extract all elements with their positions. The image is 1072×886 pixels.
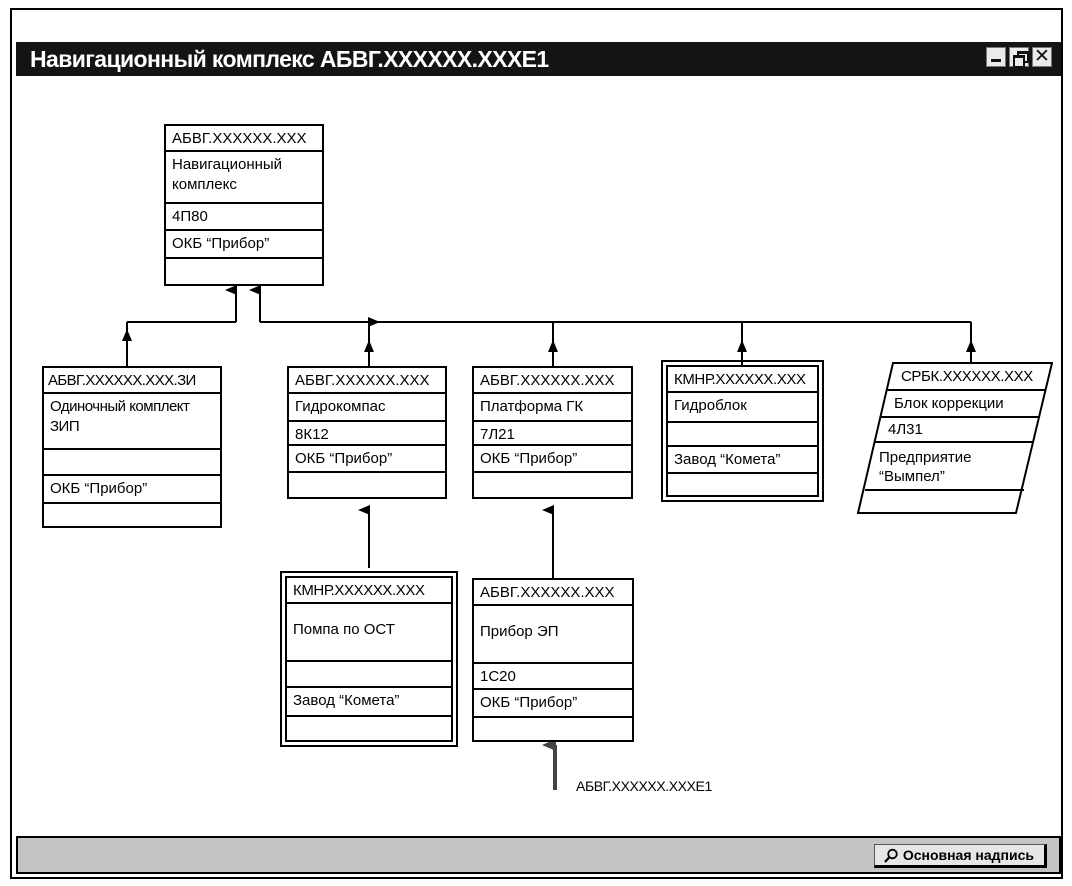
node-hydroblock-maker: Завод “Комета” [668, 447, 817, 474]
node-platform-code: АБВГ.XXXXXX.XXX [474, 368, 631, 394]
arrow-to-zip [122, 329, 132, 341]
node-correction[interactable]: СРБК.XXXXXX.XXX Блок коррекции 4Л31 Пред… [857, 362, 1053, 514]
node-ep-device-extra [474, 718, 632, 740]
close-icon[interactable]: ✕ [1032, 46, 1052, 67]
node-zip-name: Одиночный комплект ЗИП [44, 394, 220, 450]
node-pump-code: КМНР.XXXXXX.XXX [287, 578, 451, 604]
node-pump-extra [287, 717, 451, 740]
node-correction-code: СРБК.XXXXXX.XXX [901, 368, 1033, 385]
node-root-maker: ОКБ “Прибор” [166, 231, 322, 259]
node-ep-device-code: АБВГ.XXXXXX.XXX [474, 580, 632, 606]
node-ep-device-maker: ОКБ “Прибор” [474, 690, 632, 718]
node-pump[interactable]: КМНР.XXXXXX.XXX Помпа по ОСТ Завод “Коме… [280, 571, 458, 747]
title-block-button[interactable]: Основная надпись [873, 844, 1047, 868]
node-hydroblock[interactable]: КМНР.XXXXXX.XXX Гидроблок Завод “Комета” [661, 360, 824, 502]
node-gyrocompass-maker: ОКБ “Прибор” [289, 446, 445, 473]
node-root-code: АБВГ.XXXXXX.XXX [166, 126, 322, 152]
node-gyrocompass[interactable]: АБВГ.XXXXXX.XXX Гидрокомпас 8К12 ОКБ “Пр… [287, 366, 447, 499]
node-hydroblock-designation [668, 423, 817, 447]
node-ep-device-designation: 1С20 [474, 664, 632, 690]
node-hydroblock-name: Гидроблок [668, 393, 817, 423]
node-ep-device[interactable]: АБВГ.XXXXXX.XXX Прибор ЭП 1С20 ОКБ “Приб… [472, 578, 634, 742]
title-block-button-label: Основная надпись [902, 847, 1034, 863]
node-platform-extra [474, 473, 631, 497]
node-platform-maker: ОКБ “Прибор” [474, 446, 631, 473]
node-zip-designation [44, 450, 220, 476]
node-root-designation: 4П80 [166, 204, 322, 231]
node-platform-name: Платформа ГК [474, 394, 631, 422]
title-bar: Навигационный комплекс АБВГ.XXXXXX.XXXE1… [16, 42, 1061, 76]
status-bar: Основная надпись [16, 836, 1061, 874]
node-hydroblock-extra [668, 474, 817, 495]
node-root-extra [166, 259, 322, 284]
node-correction-name: Блок коррекции [894, 395, 1004, 412]
node-zip-extra [44, 504, 220, 526]
node-gyrocompass-designation: 8К12 [289, 422, 445, 446]
node-correction-shape [857, 362, 1053, 514]
node-hydroblock-code: КМНР.XXXXXX.XXX [668, 367, 817, 393]
node-pump-maker: Завод “Комета” [287, 688, 451, 717]
node-correction-maker: Предприятие “Вымпел” [879, 449, 972, 485]
node-pump-name: Помпа по ОСТ [287, 604, 451, 662]
node-root-name: Навигационный комплекс [166, 152, 322, 204]
node-platform-designation: 7Л21 [474, 422, 631, 446]
restore-icon[interactable] [1009, 47, 1029, 68]
node-pump-designation [287, 662, 451, 688]
entry-point-label: АБВГ.XXXXXX.XXXE1 [576, 778, 712, 794]
node-platform[interactable]: АБВГ.XXXXXX.XXX Платформа ГК 7Л21 ОКБ “П… [472, 366, 633, 499]
node-gyrocompass-code: АБВГ.XXXXXX.XXX [289, 368, 445, 394]
node-gyrocompass-extra [289, 473, 445, 497]
node-zip[interactable]: АБВГ.XXXXXX.XXX.ЗИ Одиночный комплект ЗИ… [42, 366, 222, 528]
node-zip-code: АБВГ.XXXXXX.XXX.ЗИ [44, 368, 220, 394]
node-zip-maker: ОКБ “Прибор” [44, 476, 220, 504]
node-ep-device-name: Прибор ЭП [474, 606, 632, 664]
node-gyrocompass-name: Гидрокомпас [289, 394, 445, 422]
node-root[interactable]: АБВГ.XXXXXX.XXX Навигационный комплекс 4… [164, 124, 324, 286]
minimize-icon[interactable] [986, 47, 1006, 67]
node-correction-designation: 4Л31 [888, 421, 923, 438]
window-title: Навигационный комплекс АБВГ.XXXXXX.XXXE1 [30, 46, 549, 72]
magnifier-icon [883, 848, 898, 863]
